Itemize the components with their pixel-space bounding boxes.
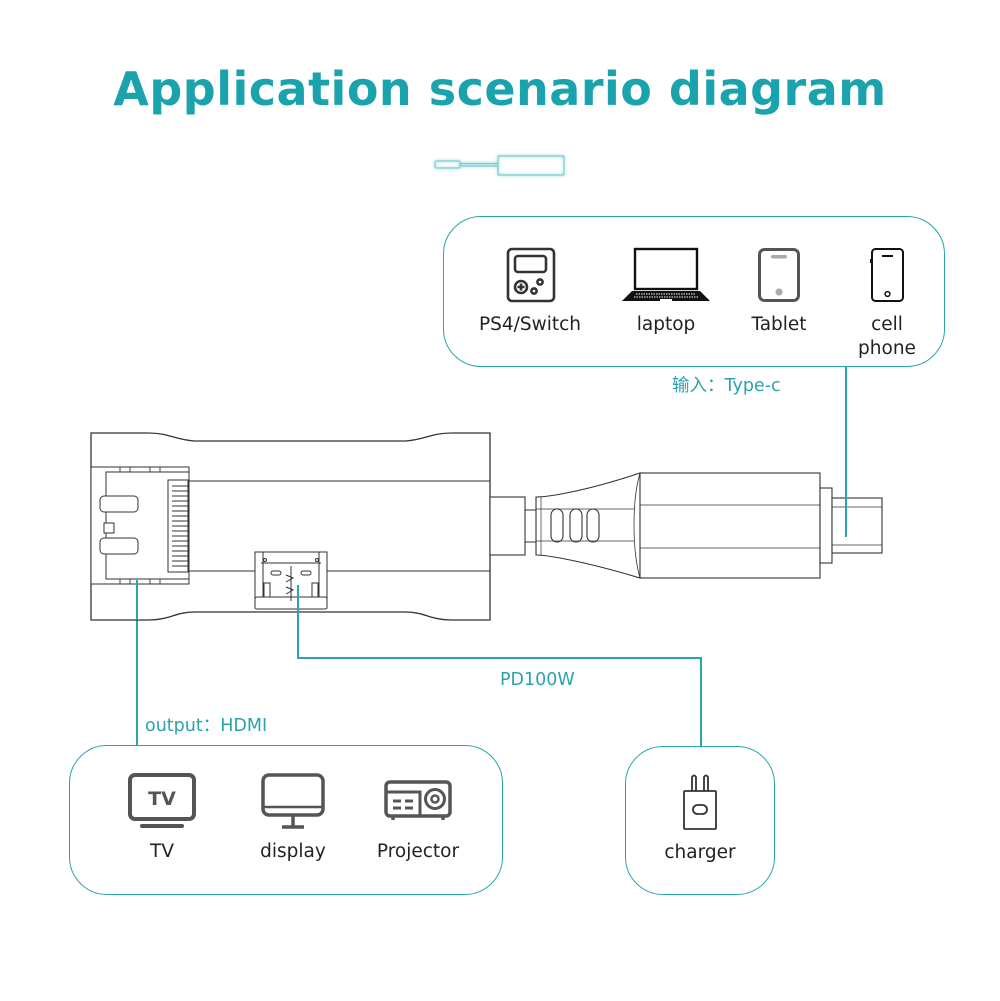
input-item-label: Tablet: [751, 314, 807, 335]
tv-icon-text: TV: [148, 788, 176, 810]
tablet-icon: [758, 248, 800, 302]
tv-icon: TV: [128, 773, 196, 828]
output-item-projector: Projector: [365, 772, 471, 864]
power-connector-line-v2: [700, 657, 702, 746]
output-item-label: display: [260, 841, 326, 862]
power-connector-line-overlay: [297, 585, 299, 620]
input-item-cell-phone: cell phone: [842, 247, 932, 361]
input-item-label: laptop: [636, 314, 696, 335]
power-item-charger: charger: [626, 773, 774, 865]
cell-phone-icon: [870, 248, 904, 302]
output-devices-box: TV TV display Projector: [69, 745, 503, 895]
laptop-icon: [622, 247, 710, 301]
input-item-laptop: laptop: [604, 247, 728, 337]
output-item-display: display: [248, 772, 338, 864]
input-item-ps4-switch: PS4/Switch: [468, 247, 592, 337]
output-item-label: Projector: [376, 841, 460, 862]
adapter-outline-icon: [434, 155, 565, 176]
input-item-tablet: Tablet: [729, 247, 829, 337]
input-item-label: PS4/Switch: [478, 314, 582, 335]
power-connector-line-v1: [297, 588, 299, 658]
input-type-label: 输入：Type-c: [672, 376, 781, 396]
output-type-label: output：HDMI: [145, 716, 268, 736]
power-spec-label: PD100W: [500, 670, 575, 690]
output-connector-line-overlay: [136, 580, 138, 620]
input-connector-line-overlay: [845, 470, 847, 537]
output-item-label: TV: [150, 841, 174, 862]
power-source-box: charger: [625, 746, 775, 895]
output-item-tv: TV TV: [120, 772, 204, 864]
charger-icon: [683, 774, 717, 830]
input-item-label: cell phone: [858, 314, 916, 359]
power-connector-line-h: [297, 657, 702, 659]
handheld-console-icon: [506, 247, 556, 303]
power-item-label: charger: [664, 842, 736, 863]
projector-icon: [384, 780, 452, 820]
output-connector-line: [136, 580, 138, 747]
input-connector-line: [845, 365, 847, 537]
input-devices-box: PS4/Switch laptop Tablet cell phone: [443, 216, 945, 367]
monitor-icon: [261, 773, 325, 829]
page-title: Application scenario diagram: [113, 62, 887, 116]
